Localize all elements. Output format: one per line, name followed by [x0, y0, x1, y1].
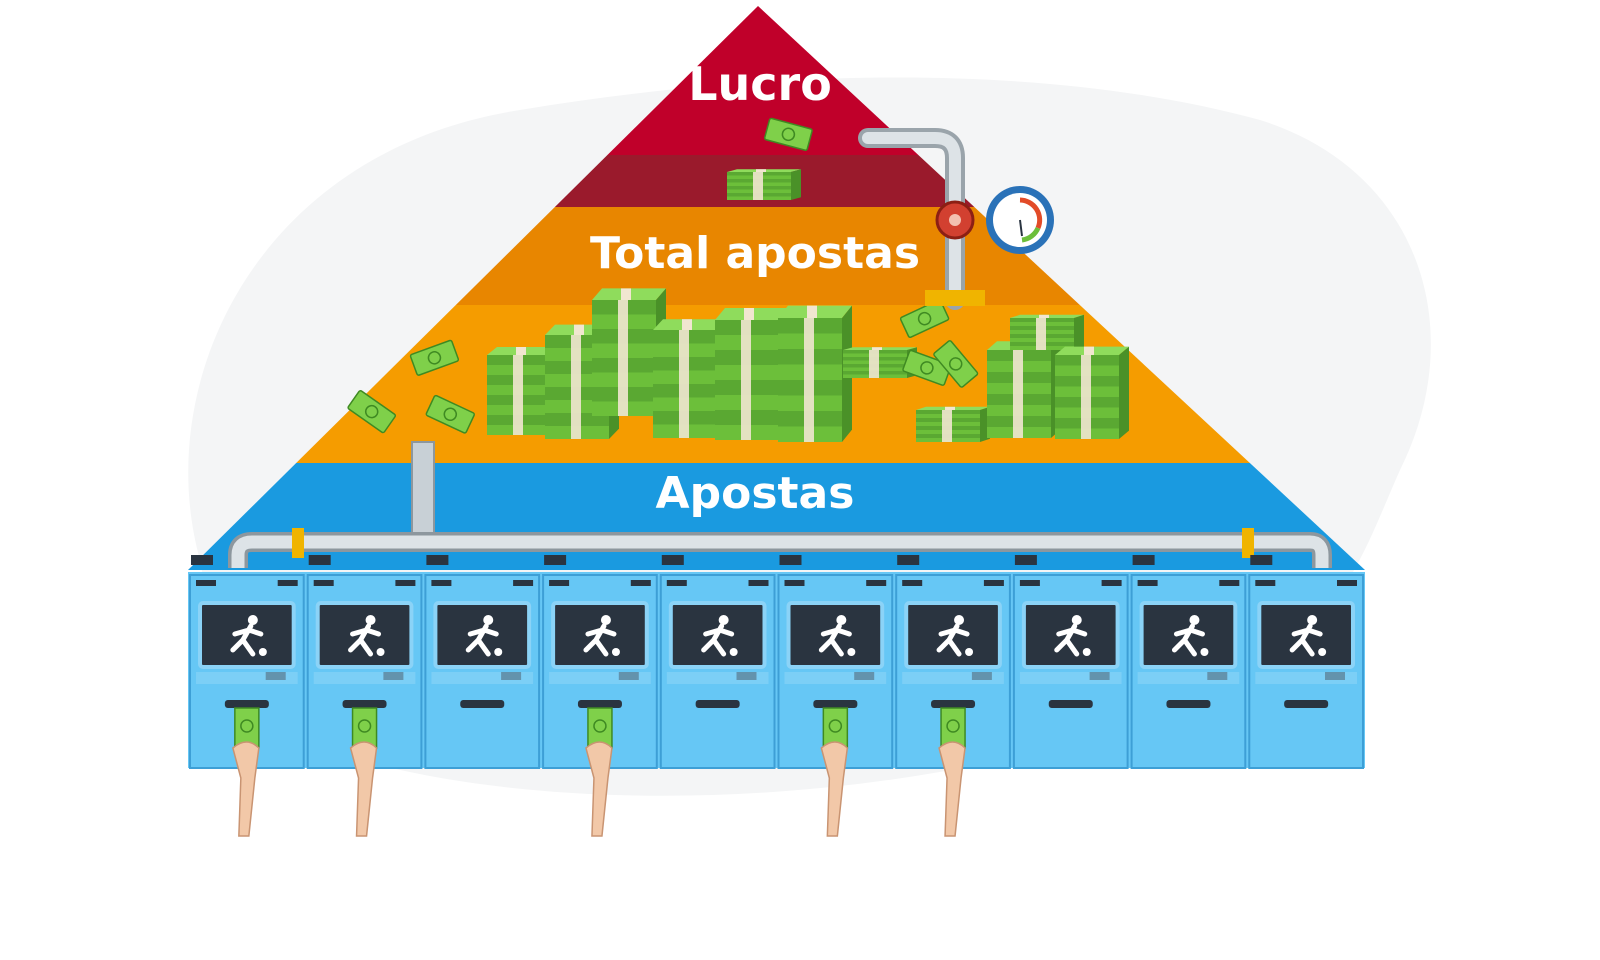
swimming-icon	[1289, 615, 1327, 657]
martial-arts-icon	[701, 615, 738, 657]
bill-slot[interactable]	[1166, 700, 1211, 708]
label-lucro: Lucro	[688, 57, 832, 111]
bill-slot[interactable]	[577, 700, 622, 708]
label-total-apostas: Total apostas	[590, 228, 920, 279]
betting-machine[interactable]	[1248, 555, 1365, 769]
hand-icon	[585, 741, 613, 837]
betting-machine[interactable]	[895, 555, 1011, 837]
soccer-icon	[1171, 615, 1209, 657]
betting-machine[interactable]	[189, 555, 305, 837]
betting-machine[interactable]	[306, 555, 423, 837]
hand-icon	[349, 741, 378, 837]
betting-machines	[189, 555, 1365, 837]
profit-money-stack	[727, 169, 801, 200]
betting-machine[interactable]	[659, 555, 776, 769]
betting-machine[interactable]	[1130, 555, 1247, 769]
betting-machine[interactable]	[777, 555, 894, 837]
bill-slot[interactable]	[931, 700, 976, 708]
tennis-icon	[1054, 615, 1091, 657]
pipe-joint	[925, 290, 985, 306]
label-apostas: Apostas	[656, 468, 855, 519]
volleyball-icon	[818, 615, 856, 657]
profit-pipe	[858, 128, 965, 310]
hand-icon	[938, 741, 966, 837]
hand-icon	[232, 741, 260, 837]
bill-slot[interactable]	[1284, 700, 1329, 708]
betting-machine[interactable]	[542, 555, 658, 837]
collector-pipe	[228, 528, 1332, 568]
hand-icon	[820, 741, 849, 837]
bill-slot[interactable]	[695, 700, 740, 708]
cycling-icon	[348, 615, 385, 657]
bill-slot[interactable]	[342, 700, 387, 708]
soccer-icon	[465, 615, 503, 657]
soccer-icon	[230, 615, 267, 657]
tier-apostas	[188, 463, 1365, 570]
bill-slot[interactable]	[460, 700, 505, 708]
bill-slot[interactable]	[224, 700, 269, 708]
bets-pipe	[411, 441, 435, 538]
bill-slot[interactable]	[813, 700, 858, 708]
betting-machine[interactable]	[1012, 555, 1129, 769]
bill-slot[interactable]	[1048, 700, 1093, 708]
baseball-icon	[936, 615, 974, 657]
betting-machine[interactable]	[424, 555, 541, 769]
pressure-gauge-icon	[986, 186, 1054, 254]
soccer-icon	[583, 615, 620, 657]
